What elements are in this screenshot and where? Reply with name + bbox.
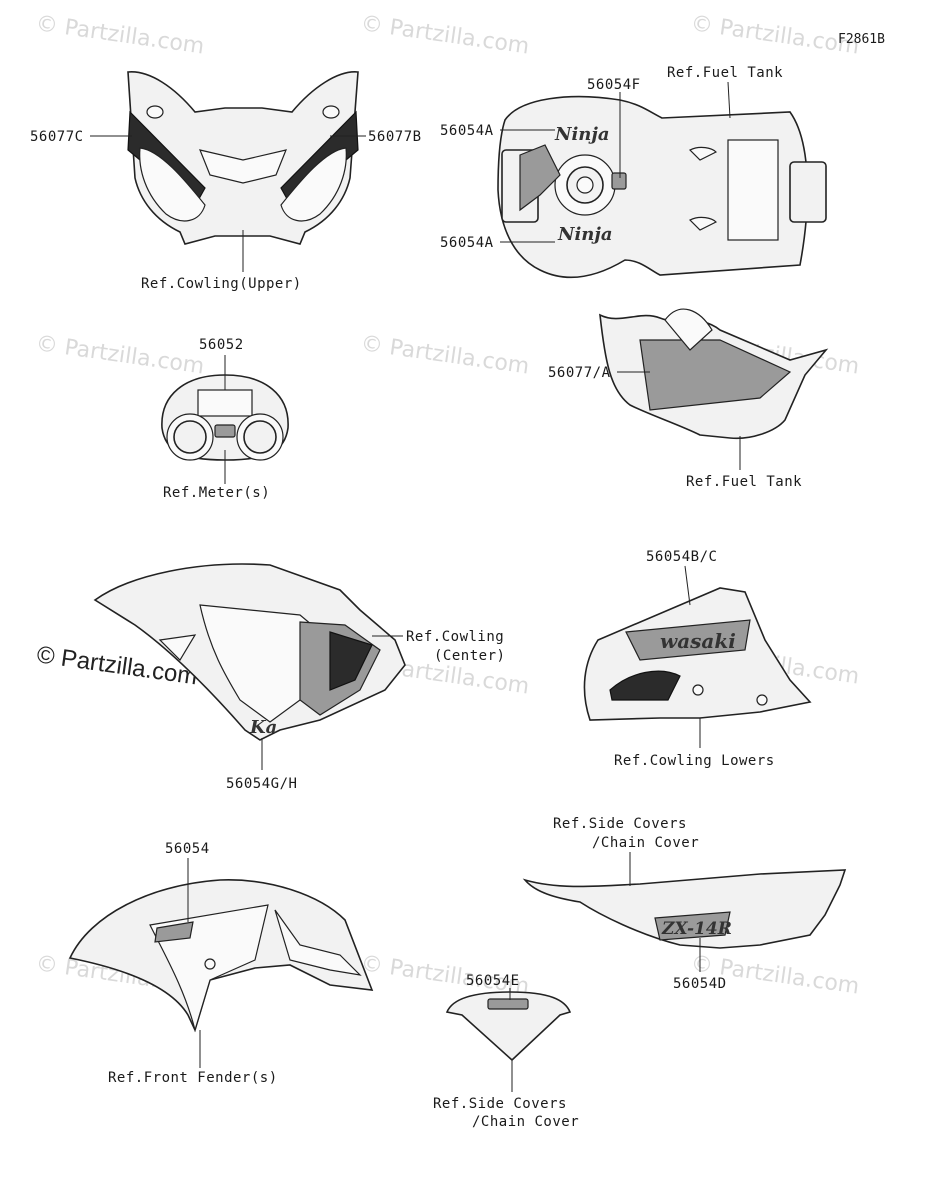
watermark: © Partzilla.com xyxy=(689,11,861,59)
ref-side-covers-line1: Ref.Side Covers xyxy=(553,816,687,832)
kawasaki-decal-center: Ka xyxy=(249,717,277,738)
part-number-56052: 56052 xyxy=(199,337,244,353)
part-number-56054A-top: 56054A xyxy=(440,123,494,139)
part-number-56054D: 56054D xyxy=(673,976,727,992)
ref-front-fender: Ref.Front Fender(s) xyxy=(108,1070,278,1086)
part-number-56054: 56054 xyxy=(165,841,210,857)
ref-chain-cover-line2: /Chain Cover xyxy=(472,1114,579,1130)
watermark: © Partzilla.com xyxy=(34,11,206,59)
kawasaki-decal-lower: wasaki xyxy=(660,629,736,653)
part-number-56054BC: 56054B/C xyxy=(646,549,717,565)
ref-fuel-tank-top: Ref.Fuel Tank xyxy=(667,65,783,81)
watermark: © Partzilla.com xyxy=(359,331,531,379)
ref-meter: Ref.Meter(s) xyxy=(163,485,270,501)
part-number-56077C: 56077C xyxy=(30,129,84,145)
lower-cowling-illustration: wasaki xyxy=(583,587,812,721)
upper-cowling-illustration xyxy=(127,71,359,245)
ref-cowling-center-line2: (Center) xyxy=(434,648,505,664)
figure-code: F2861B xyxy=(838,32,885,47)
fuel-tank-side-illustration xyxy=(599,308,829,440)
part-number-56054F: 56054F xyxy=(587,77,641,93)
meter-illustration xyxy=(161,374,289,461)
part-number-56077B: 56077B xyxy=(368,129,422,145)
ref-cowling-center-line1: Ref.Cowling xyxy=(406,629,504,645)
ref-side-covers-line2: /Chain Cover xyxy=(592,835,699,851)
part-number-56077A: 56077/A xyxy=(548,365,611,381)
ref-chain-cover-line1: Ref.Side Covers xyxy=(433,1096,567,1112)
ref-cowling-upper: Ref.Cowling(Upper) xyxy=(141,276,302,292)
part-number-56054GH: 56054G/H xyxy=(226,776,297,792)
zx14r-decal: ZX-14R xyxy=(661,919,732,939)
center-cowling-illustration: Ka xyxy=(93,563,406,741)
ref-fuel-tank-side: Ref.Fuel Tank xyxy=(686,474,802,490)
watermark: © Partzilla.com xyxy=(34,331,206,379)
part-number-56054A-bottom: 56054A xyxy=(440,235,494,251)
watermark: © Partzilla.com xyxy=(359,11,531,59)
side-covers-illustration: ZX-14R xyxy=(522,869,847,949)
front-fender-illustration xyxy=(68,879,374,1033)
chain-cover-illustration xyxy=(445,991,572,1062)
part-number-56054E: 56054E xyxy=(466,973,520,989)
ninja-decal-top: Ninja xyxy=(554,124,610,145)
fuel-tank-top-illustration: Ninja Ninja xyxy=(497,95,827,279)
ref-cowling-lowers: Ref.Cowling Lowers xyxy=(614,753,775,769)
ninja-decal-bottom: Ninja xyxy=(557,224,613,245)
